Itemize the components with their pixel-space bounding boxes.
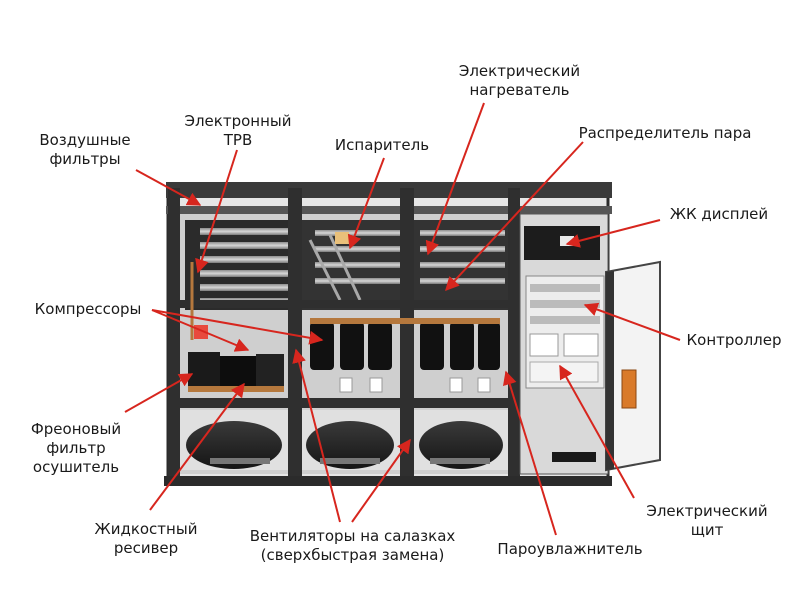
arrow-compressors-2	[151, 309, 250, 352]
arrow-controller	[583, 302, 681, 341]
label-electric-panel: Электрический щит	[646, 502, 768, 539]
label-steam-humidifier: Пароувлажнитель	[497, 540, 643, 558]
left-bay-components	[188, 262, 284, 392]
label-compressors: Компрессоры	[34, 300, 142, 318]
label-lcd-display: ЖК дисплей	[669, 205, 769, 223]
arrow-freon-filter	[124, 373, 194, 413]
label-air-filters: Воздушные фильтры	[39, 131, 131, 168]
arrow-fans-2	[292, 348, 341, 523]
evaporator-coils	[185, 220, 510, 310]
label-freon-filter: Фреоновый фильтр осушитель	[30, 420, 122, 476]
label-electronic-valve: Электронный ТРВ	[184, 112, 292, 149]
cabinet-base	[164, 476, 612, 486]
arrow-electric-heater	[425, 102, 485, 256]
panel-door	[605, 260, 661, 472]
label-liquid-receiver: Жидкостный ресивер	[94, 520, 198, 557]
label-fans: Вентиляторы на салазках (сверхбыстрая за…	[249, 527, 456, 564]
callout-arrows	[124, 102, 681, 536]
arrow-liquid-receiver	[149, 382, 245, 511]
arrow-compressors-1	[151, 309, 324, 345]
arrow-electronic-valve	[195, 149, 238, 274]
label-controller: Контроллер	[686, 331, 782, 349]
arrow-steam-humidifier	[503, 370, 557, 536]
electrical-panel	[519, 213, 609, 475]
arrow-lcd-display	[565, 219, 661, 248]
arrow-steam-distributor	[445, 141, 584, 292]
compressors	[310, 318, 500, 393]
arrow-fans-1	[351, 438, 411, 523]
arrow-air-filters	[135, 169, 202, 206]
label-evaporator: Испаритель	[334, 136, 430, 154]
label-electric-heater: Электрический нагреватель	[458, 62, 581, 99]
fans	[180, 410, 508, 470]
arrow-evaporator	[347, 157, 385, 250]
label-steam-distributor: Распределитель пара	[578, 124, 752, 142]
arrow-electric-panel	[559, 364, 635, 499]
